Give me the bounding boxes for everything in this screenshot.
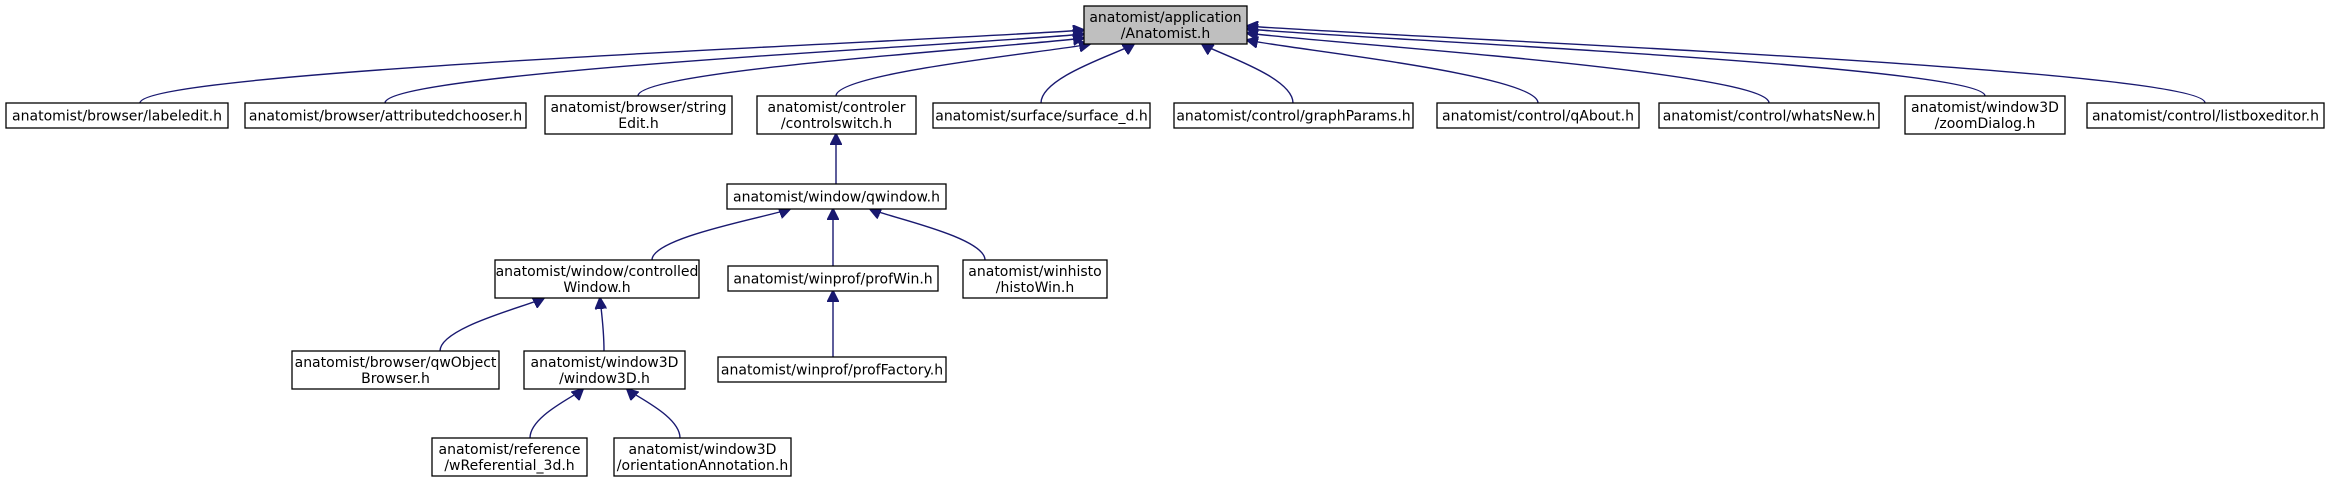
node-label-line: /window3D.h — [559, 371, 650, 387]
node-qabout[interactable]: anatomist/control/qAbout.h — [1436, 102, 1640, 129]
edge-attributedchooser-to-anatomist — [384, 34, 1084, 104]
edge-whatsnew-to-anatomist — [1247, 33, 1770, 104]
edge-window3d-to-controlledwindow — [600, 298, 604, 352]
node-whatsnew[interactable]: anatomist/control/whatsNew.h — [1658, 102, 1880, 129]
node-box — [932, 102, 1151, 129]
edges-layer — [139, 26, 2206, 439]
node-label-line: anatomist/browser/qwObject — [295, 355, 497, 371]
node-label-line: anatomist/surface/surface_d.h — [935, 109, 1148, 125]
edge-histowin-to-qwindow — [870, 209, 986, 261]
node-labeledit[interactable]: anatomist/browser/labeledit.h — [5, 102, 229, 129]
node-window3d[interactable]: anatomist/window3D/window3D.h — [523, 350, 686, 390]
nodes-layer: anatomist/application/Anatomist.hanatomi… — [5, 5, 2325, 477]
node-label-line: anatomist/window/qwindow.h — [733, 190, 940, 206]
node-label-line: anatomist/browser/labeledit.h — [12, 109, 222, 125]
node-orientation[interactable]: anatomist/window3D/orientationAnnotation… — [613, 437, 792, 477]
edge-qabout-to-anatomist — [1247, 40, 1539, 104]
node-label-line: /orientationAnnotation.h — [617, 458, 788, 474]
node-anatomist[interactable]: anatomist/application/Anatomist.h — [1083, 5, 1248, 45]
node-label-line: anatomist/winhisto — [968, 264, 1101, 280]
node-box — [494, 259, 700, 299]
edge-labeledit-to-anatomist — [139, 30, 1084, 104]
node-box — [727, 265, 939, 292]
node-box — [5, 102, 229, 129]
node-label-line: anatomist/window3D — [1911, 100, 2059, 116]
node-box — [431, 437, 588, 477]
edge-controlledwindow-to-qwindow — [651, 209, 790, 261]
node-label-line: anatomist/controler — [767, 100, 905, 116]
node-box — [1436, 102, 1640, 129]
edge-qwobjectbrowser-to-controlledwindow — [439, 298, 544, 352]
node-label-line: /wReferential_3d.h — [444, 458, 574, 474]
node-box — [1173, 102, 1414, 129]
node-label-line: anatomist/window3D — [531, 355, 679, 371]
node-label-line: anatomist/reference — [439, 442, 581, 458]
node-label-line: anatomist/winprof/profWin.h — [733, 272, 932, 288]
node-listboxeditor[interactable]: anatomist/control/listboxeditor.h — [2086, 102, 2325, 129]
node-graphparams[interactable]: anatomist/control/graphParams.h — [1173, 102, 1414, 129]
node-surface_d[interactable]: anatomist/surface/surface_d.h — [932, 102, 1151, 129]
edge-listboxeditor-to-anatomist — [1247, 26, 2206, 104]
node-box — [1083, 5, 1248, 45]
node-proffactory[interactable]: anatomist/winprof/profFactory.h — [717, 356, 947, 383]
edge-controlswitch-to-anatomist — [835, 44, 1090, 97]
node-box — [613, 437, 792, 477]
node-box — [244, 102, 527, 129]
node-wreferential[interactable]: anatomist/reference/wReferential_3d.h — [431, 437, 588, 477]
node-label-line: Edit.h — [618, 116, 658, 132]
node-label-line: anatomist/browser/attributedchooser.h — [249, 109, 522, 125]
edge-graphparams-to-anatomist — [1202, 44, 1294, 104]
node-attributedchooser[interactable]: anatomist/browser/attributedchooser.h — [244, 102, 527, 129]
node-label-line: anatomist/application — [1089, 10, 1241, 26]
node-label-line: anatomist/window3D — [629, 442, 777, 458]
node-box — [523, 350, 686, 390]
node-label-line: anatomist/control/whatsNew.h — [1663, 109, 1876, 125]
node-box — [962, 259, 1108, 299]
node-box — [717, 356, 947, 383]
node-label-line: anatomist/control/listboxeditor.h — [2092, 109, 2319, 125]
node-label-line: anatomist/control/graphParams.h — [1176, 109, 1410, 125]
node-box — [544, 95, 733, 135]
edge-wreferential-to-window3d — [529, 389, 583, 439]
node-profwin[interactable]: anatomist/winprof/profWin.h — [727, 265, 939, 292]
node-label-line: anatomist/winprof/profFactory.h — [721, 363, 943, 379]
node-label-line: Window.h — [563, 280, 630, 296]
node-qwindow[interactable]: anatomist/window/qwindow.h — [726, 183, 947, 210]
node-label-line: /histoWin.h — [996, 280, 1074, 296]
edge-orientation-to-window3d — [627, 389, 681, 439]
node-box — [2086, 102, 2325, 129]
node-zoomdialog[interactable]: anatomist/window3D/zoomDialog.h — [1904, 95, 2066, 135]
node-label-line: /Anatomist.h — [1121, 26, 1210, 42]
node-box — [1658, 102, 1880, 129]
node-controlswitch[interactable]: anatomist/controler/controlswitch.h — [756, 95, 917, 135]
node-label-line: anatomist/browser/string — [550, 100, 726, 116]
node-label-line: Browser.h — [361, 371, 430, 387]
node-box — [1904, 95, 2066, 135]
edge-stringedit-to-anatomist — [637, 38, 1084, 97]
node-box — [726, 183, 947, 210]
node-label-line: anatomist/window/controlled — [496, 264, 699, 280]
node-label-line: /controlswitch.h — [781, 116, 892, 132]
edge-zoomdialog-to-anatomist — [1247, 29, 1986, 97]
node-box — [756, 95, 917, 135]
node-box — [291, 350, 500, 390]
node-label-line: anatomist/control/qAbout.h — [1442, 109, 1634, 125]
node-label-line: /zoomDialog.h — [1935, 116, 2036, 132]
edge-surface_d-to-anatomist — [1040, 44, 1134, 104]
node-histowin[interactable]: anatomist/winhisto/histoWin.h — [962, 259, 1108, 299]
